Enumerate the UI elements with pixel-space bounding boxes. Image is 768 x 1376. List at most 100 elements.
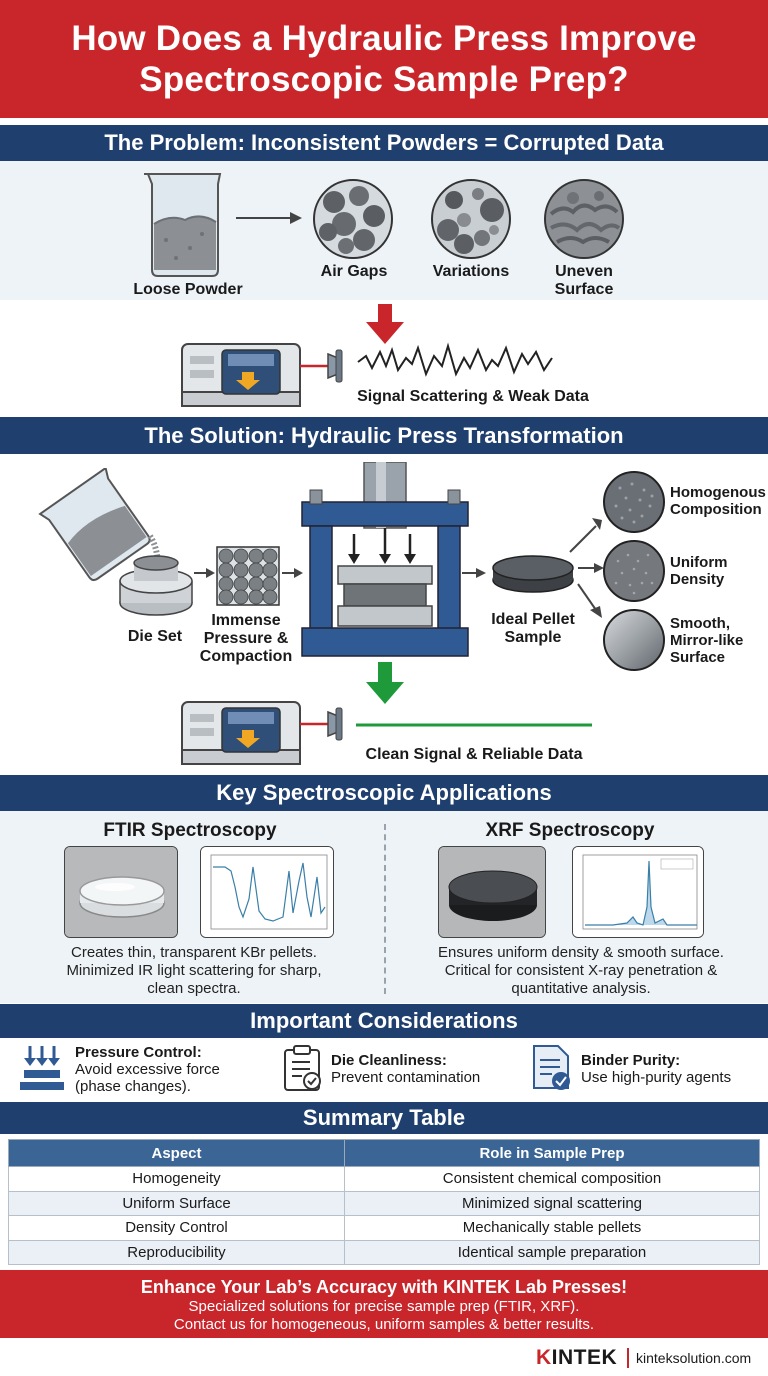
homogenous-label: Homogenous Composition	[670, 484, 768, 518]
table-cell: Reproducibility	[8, 1239, 345, 1265]
smooth-surface-icon	[603, 609, 665, 671]
summary-heading: Summary Table	[0, 1102, 768, 1134]
xrf-pellet-icon	[439, 847, 545, 937]
column-header-role: Role in Sample Prep	[344, 1139, 760, 1167]
xrf-title: XRF Spectroscopy	[485, 820, 655, 841]
clean-signal-label: Clean Signal & Reliable Data	[365, 746, 583, 763]
uneven-surface-label: Uneven Surface	[554, 263, 614, 298]
xrf-description: Ensures uniform density & smooth surface…	[396, 944, 766, 998]
uniform-line-1: Uniform	[670, 554, 728, 571]
table-cell: Consistent chemical composition	[344, 1166, 760, 1192]
ftir-spectrum-image	[200, 846, 334, 938]
uniform-density-label: Uniform Density	[670, 554, 768, 588]
ftir-pellet-image	[64, 846, 178, 938]
pressure-text-line-1: Avoid excessive force	[75, 1061, 220, 1078]
fan-arrows-icon	[569, 518, 604, 618]
footer: KINTEK kinteksolution.com	[0, 1338, 768, 1376]
title-line-1: How Does a Hydraulic Press Improve	[71, 19, 697, 58]
xrf-spectrum-icon	[573, 847, 703, 937]
xrf-desc-line-2: Critical for consistent X-ray penetratio…	[444, 962, 718, 979]
xrf-desc-line-1: Ensures uniform density & smooth surface…	[438, 944, 724, 961]
table-cell: Identical sample preparation	[344, 1239, 760, 1265]
summary-table: Aspect Role in Sample Prep Homogeneity C…	[8, 1139, 760, 1265]
table-row: Reproducibility Identical sample prepara…	[8, 1239, 760, 1265]
uniform-density-icon	[603, 540, 665, 602]
pressure-control-title: Pressure Control:	[75, 1044, 202, 1061]
homogenous-line-2: Composition	[670, 501, 762, 518]
ideal-line-2: Sample	[504, 629, 562, 646]
ftir-desc-line-1: Creates thin, transparent KBr pellets.	[71, 944, 317, 961]
table-header-row: Aspect Role in Sample Prep	[8, 1139, 760, 1167]
table-cell: Homogeneity	[8, 1166, 345, 1192]
pressure-line-3: Compaction	[199, 648, 293, 665]
homogenous-composition-icon	[603, 471, 665, 533]
document-check-icon	[533, 1045, 570, 1090]
clean-signal-line-icon	[356, 723, 592, 727]
die-cleanliness-text: Prevent contamination	[331, 1069, 481, 1086]
cta-line-2: Contact us for homogeneous, uniform samp…	[173, 1316, 595, 1333]
pressure-text-line-2: (phase changes).	[75, 1078, 191, 1095]
website-link[interactable]: kinteksolution.com	[636, 1350, 752, 1366]
die-cleanliness-title: Die Cleanliness:	[331, 1052, 447, 1069]
arrow-right-icon	[236, 212, 302, 224]
xrf-desc-line-3: quantitative analysis.	[511, 980, 651, 997]
logo-wordmark: INTEK	[551, 1346, 618, 1369]
pouring-beaker-icon	[38, 468, 161, 582]
pressure-control-text: Avoid excessive force (phase changes).	[75, 1061, 265, 1095]
variations-icon	[431, 179, 511, 259]
smooth-line-3: Surface	[670, 649, 726, 666]
xrf-pellet-image	[438, 846, 546, 938]
uneven-surface-icon	[544, 179, 624, 259]
binder-purity-title: Binder Purity:	[581, 1052, 681, 1069]
solution-heading: The Solution: Hydraulic Press Transforma…	[0, 417, 768, 454]
smooth-line-2: Mirror-like	[670, 632, 744, 649]
arrow-right-icon	[462, 568, 486, 578]
red-down-arrow-icon	[366, 304, 404, 344]
xrf-spectrum-image	[572, 846, 704, 938]
table-row: Density Control Mechanically stable pell…	[8, 1215, 760, 1241]
table-cell: Minimized signal scattering	[344, 1190, 760, 1216]
table-cell: Density Control	[8, 1215, 345, 1241]
smooth-surface-label: Smooth, Mirror-like Surface	[670, 615, 768, 666]
kintek-logo[interactable]: KINTEK	[536, 1346, 617, 1370]
considerations-heading: Important Considerations	[0, 1004, 768, 1038]
pressure-control-icon	[20, 1046, 64, 1090]
air-gaps-label: Air Gaps	[320, 263, 388, 280]
ftir-description: Creates thin, transparent KBr pellets. M…	[24, 944, 364, 998]
smooth-line-1: Smooth,	[670, 615, 730, 632]
applications-heading: Key Spectroscopic Applications	[0, 775, 768, 811]
cta-headline: Enhance Your Lab’s Accuracy with KINTEK …	[140, 1277, 628, 1297]
logo-mark-icon: K	[536, 1346, 552, 1369]
clipboard-checklist-icon	[284, 1045, 321, 1091]
ftir-desc-line-2: Minimized IR light scattering for sharp,	[66, 962, 322, 979]
beaker-icon	[144, 173, 222, 277]
spectrometer-icon	[181, 343, 343, 407]
spectrometer-icon	[181, 701, 343, 765]
cta-banner[interactable]: Enhance Your Lab’s Accuracy with KINTEK …	[0, 1270, 768, 1338]
air-gaps-icon	[313, 179, 393, 259]
pressure-compaction-label: Immense Pressure & Compaction	[196, 612, 296, 666]
binder-purity-text: Use high-purity agents	[581, 1069, 732, 1086]
loose-powder-label: Loose Powder	[133, 281, 243, 298]
applications-divider	[384, 824, 386, 994]
pressure-line-1: Immense	[211, 612, 281, 629]
title-banner: How Does a Hydraulic Press Improve Spect…	[0, 0, 768, 118]
compaction-grid-icon	[216, 546, 280, 606]
ftir-desc-line-3: clean spectra.	[147, 980, 241, 997]
homogenous-line-1: Homogenous	[670, 484, 766, 501]
cta-line-1: Specialized solutions for precise sample…	[188, 1298, 580, 1315]
table-cell: Mechanically stable pellets	[344, 1215, 760, 1241]
die-set-label: Die Set	[127, 628, 183, 645]
die-set-icon	[119, 555, 193, 616]
kbr-pellet-icon	[65, 847, 177, 937]
arrow-right-icon	[282, 568, 303, 578]
uniform-line-2: Density	[670, 571, 725, 588]
hydraulic-press-icon	[301, 462, 469, 657]
footer-divider	[627, 1348, 629, 1368]
green-down-arrow-icon	[366, 662, 404, 704]
ideal-line-1: Ideal Pellet	[491, 611, 575, 628]
ftir-spectrum-icon	[201, 847, 333, 937]
table-row: Homogeneity Consistent chemical composit…	[8, 1166, 760, 1192]
ftir-title: FTIR Spectroscopy	[103, 820, 277, 841]
